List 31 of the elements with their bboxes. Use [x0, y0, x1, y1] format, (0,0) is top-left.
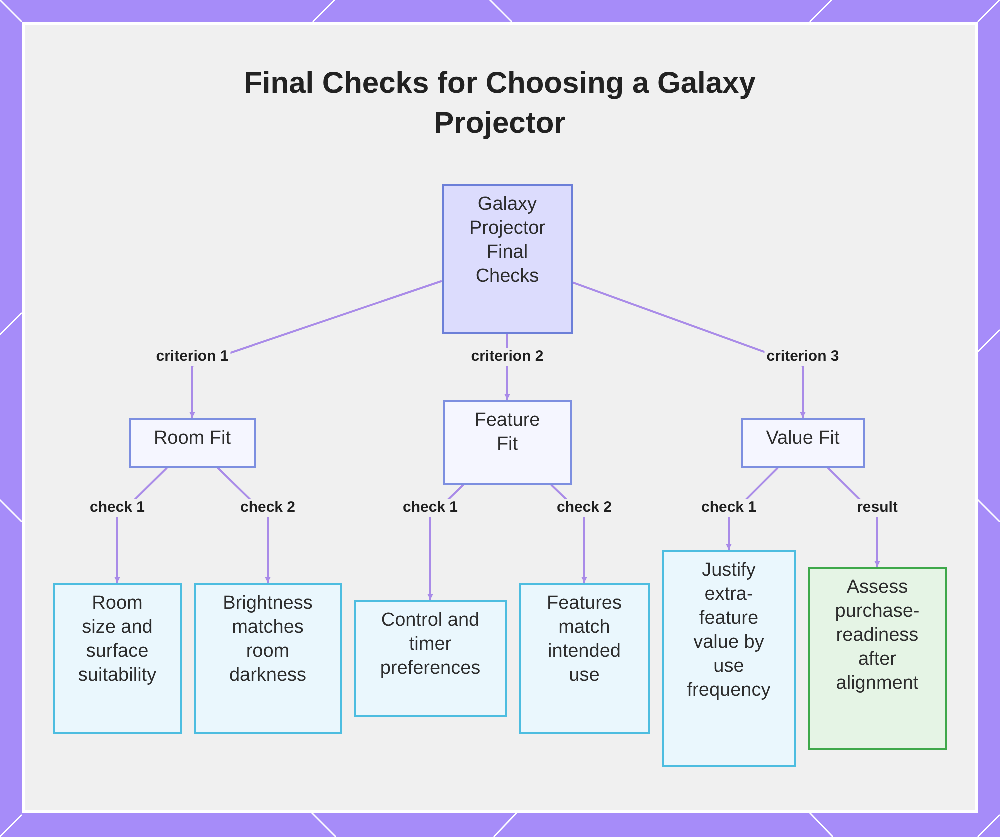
branch-box — [129, 418, 256, 468]
edge-label: result — [855, 499, 900, 517]
branch-box — [741, 418, 865, 468]
edge-label: check 2 — [238, 499, 298, 517]
node-text: Feature Fit — [474, 409, 542, 457]
leaf-box — [53, 583, 182, 734]
node-text: Brightness matches room darkness — [222, 592, 314, 688]
result-box — [808, 567, 947, 750]
node-text: Control and timer preferences — [379, 609, 482, 681]
connector-arrow — [190, 280, 442, 418]
node-text: Justify extra-feature value by use frequency — [686, 559, 772, 703]
node-text: Room size and surface suitability — [78, 592, 157, 688]
edge-label: check 1 — [88, 499, 148, 517]
edge-label: check 1 — [400, 499, 460, 517]
node-text: Value Fit — [766, 427, 840, 451]
edge-label: criterion 3 — [764, 348, 842, 366]
node-text: Galaxy Projector Final Checks — [468, 193, 547, 289]
root-box — [442, 184, 573, 334]
leaf-box — [194, 583, 342, 734]
node-text: Room Fit — [154, 427, 232, 451]
edge-label: criterion 2 — [469, 348, 546, 366]
branch-box — [443, 400, 572, 485]
node-text: Features match intended use — [546, 592, 623, 688]
title: Final Checks for Choosing a Galaxy Projector — [243, 66, 757, 142]
edge-label: check 1 — [699, 499, 759, 517]
leaf-box — [519, 583, 650, 734]
edge-label: criterion 1 — [154, 348, 231, 366]
leaf-box — [354, 600, 507, 717]
edge-label: check 2 — [554, 499, 614, 517]
node-text: Assess purchase-readiness after alignment — [834, 576, 921, 696]
leaf-box — [662, 550, 796, 767]
